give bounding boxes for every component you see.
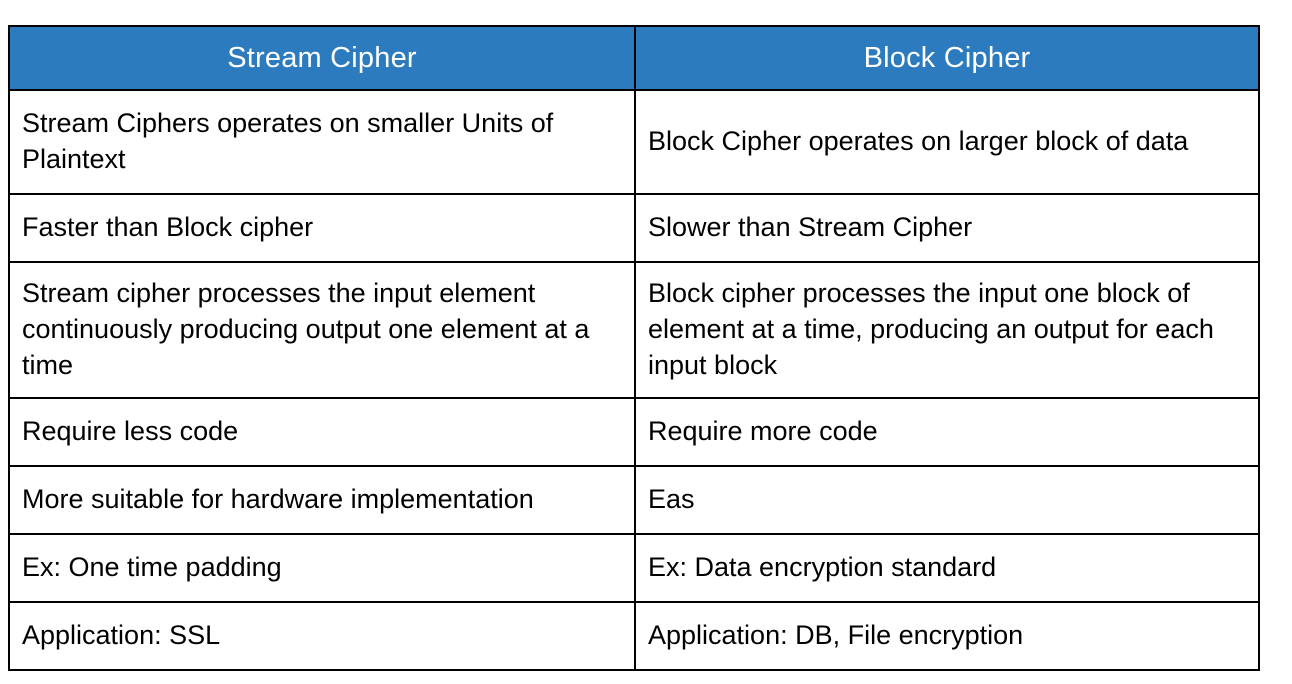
- table-row: Faster than Block cipher Slower than Str…: [8, 193, 1260, 263]
- table-row: Stream cipher processes the input elemen…: [8, 261, 1260, 399]
- cell-block-cipher: Block Cipher operates on larger block of…: [634, 89, 1260, 195]
- cell-block-cipher: Require more code: [634, 397, 1260, 467]
- table-row: Require less code Require more code: [8, 397, 1260, 467]
- cell-block-cipher: Eas: [634, 465, 1260, 535]
- cipher-comparison-table: Stream Cipher Block Cipher Stream Cipher…: [8, 25, 1260, 671]
- cell-stream-cipher: Require less code: [8, 397, 636, 467]
- column-header-block-cipher: Block Cipher: [634, 25, 1260, 91]
- table-header-row: Stream Cipher Block Cipher: [8, 25, 1260, 91]
- table-body: Stream Ciphers operates on smaller Units…: [8, 89, 1260, 671]
- table-row: Ex: One time padding Ex: Data encryption…: [8, 533, 1260, 603]
- column-header-stream-cipher: Stream Cipher: [8, 25, 636, 91]
- table-header: Stream Cipher Block Cipher: [8, 25, 1260, 91]
- cell-stream-cipher: Application: SSL: [8, 601, 636, 671]
- cell-block-cipher: Slower than Stream Cipher: [634, 193, 1260, 263]
- cell-block-cipher: Block cipher processes the input one blo…: [634, 261, 1260, 399]
- cell-stream-cipher: Stream Ciphers operates on smaller Units…: [8, 89, 636, 195]
- cell-stream-cipher: Ex: One time padding: [8, 533, 636, 603]
- cell-block-cipher: Application: DB, File encryption: [634, 601, 1260, 671]
- table-row: Stream Ciphers operates on smaller Units…: [8, 89, 1260, 195]
- cell-block-cipher: Ex: Data encryption standard: [634, 533, 1260, 603]
- cell-stream-cipher: More suitable for hardware implementatio…: [8, 465, 636, 535]
- cell-stream-cipher: Stream cipher processes the input elemen…: [8, 261, 636, 399]
- table-row: Application: SSL Application: DB, File e…: [8, 601, 1260, 671]
- cell-stream-cipher: Faster than Block cipher: [8, 193, 636, 263]
- table-row: More suitable for hardware implementatio…: [8, 465, 1260, 535]
